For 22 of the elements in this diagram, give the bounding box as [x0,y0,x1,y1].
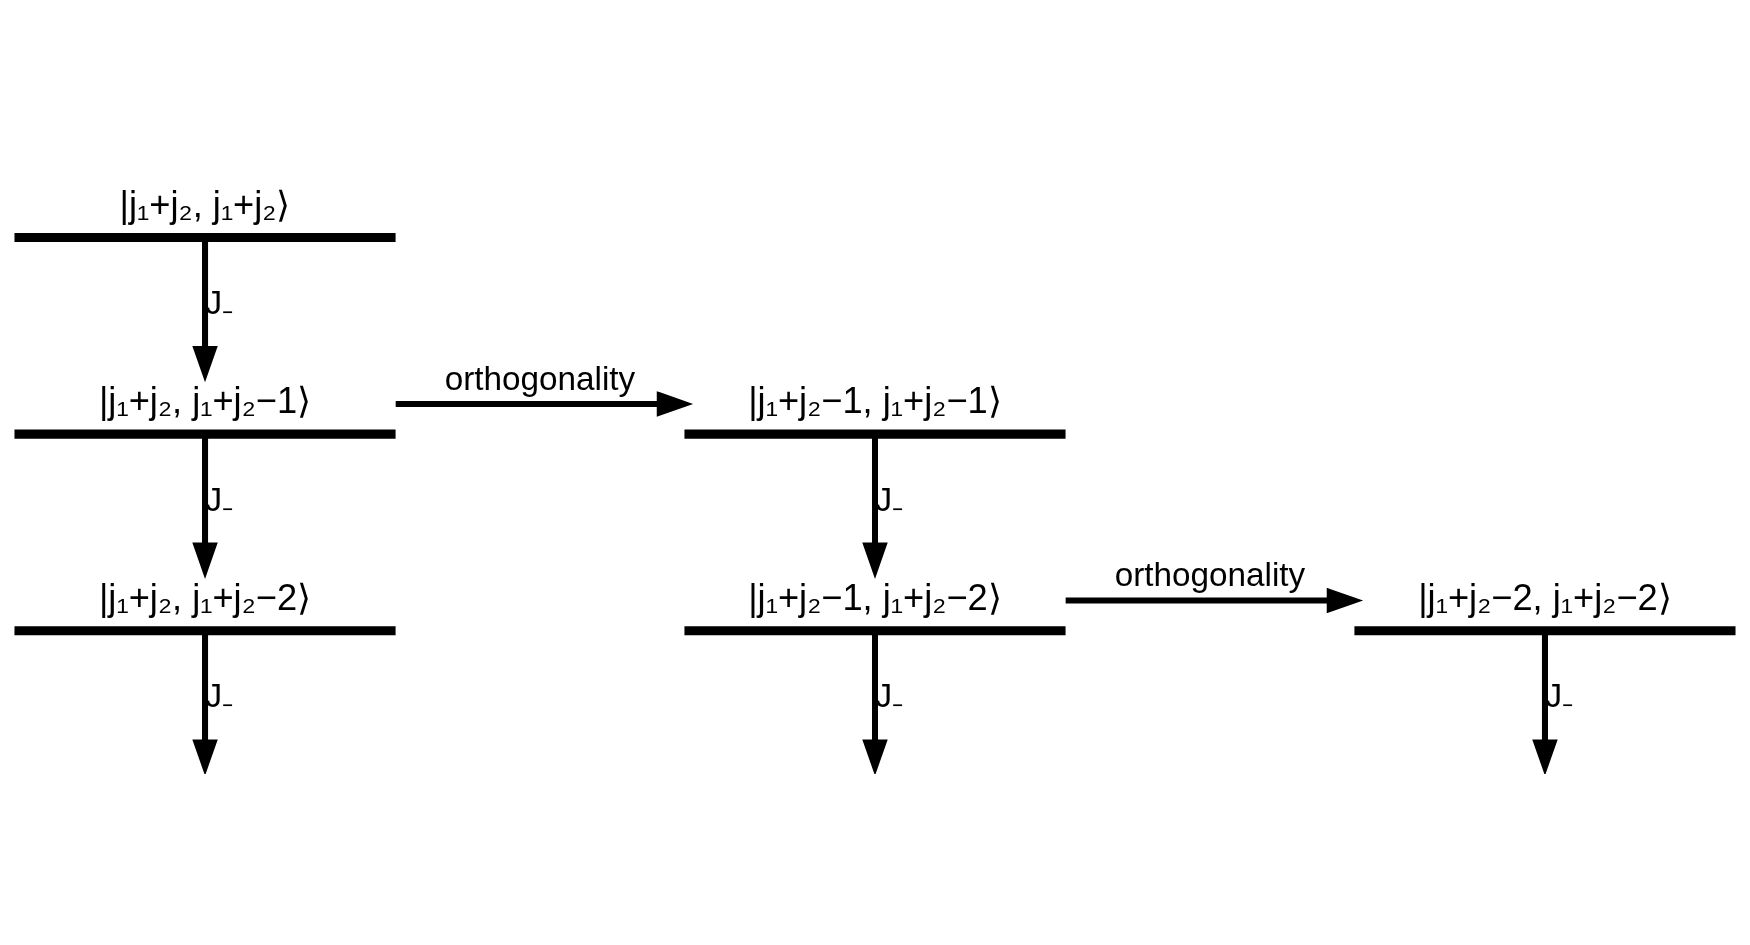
arrow [1065,587,1364,614]
edge-label: J₋ [205,677,234,715]
edge-label: J₋ [875,677,904,715]
edge-label: J₋ [205,284,234,322]
arrow [192,237,218,383]
node-text: |j₁+j₂−1, j₁+j₂−2⟩ [748,576,1002,618]
arrow [862,631,888,774]
node-text: |j₁+j₂, j₁+j₂−2⟩ [98,576,312,618]
arrow [395,391,694,417]
node-text: |j₁+j₂−1, j₁+j₂−1⟩ [748,380,1002,422]
edge-label: orthogonality [444,359,636,397]
edge-label: J₋ [875,480,904,518]
arrow [1532,631,1558,774]
node-text: |j₁+j₂, j₁+j₂⟩ [119,183,291,225]
arrow [192,631,218,774]
node-text: |j₁+j₂−2, j₁+j₂−2⟩ [1418,576,1672,618]
arrow [192,434,218,579]
node-text: |j₁+j₂, j₁+j₂−1⟩ [98,380,312,422]
edge-label: J₋ [205,480,234,518]
edge-label: orthogonality [1114,556,1306,594]
arrow [862,434,888,579]
edge-label: J₋ [1545,677,1574,715]
